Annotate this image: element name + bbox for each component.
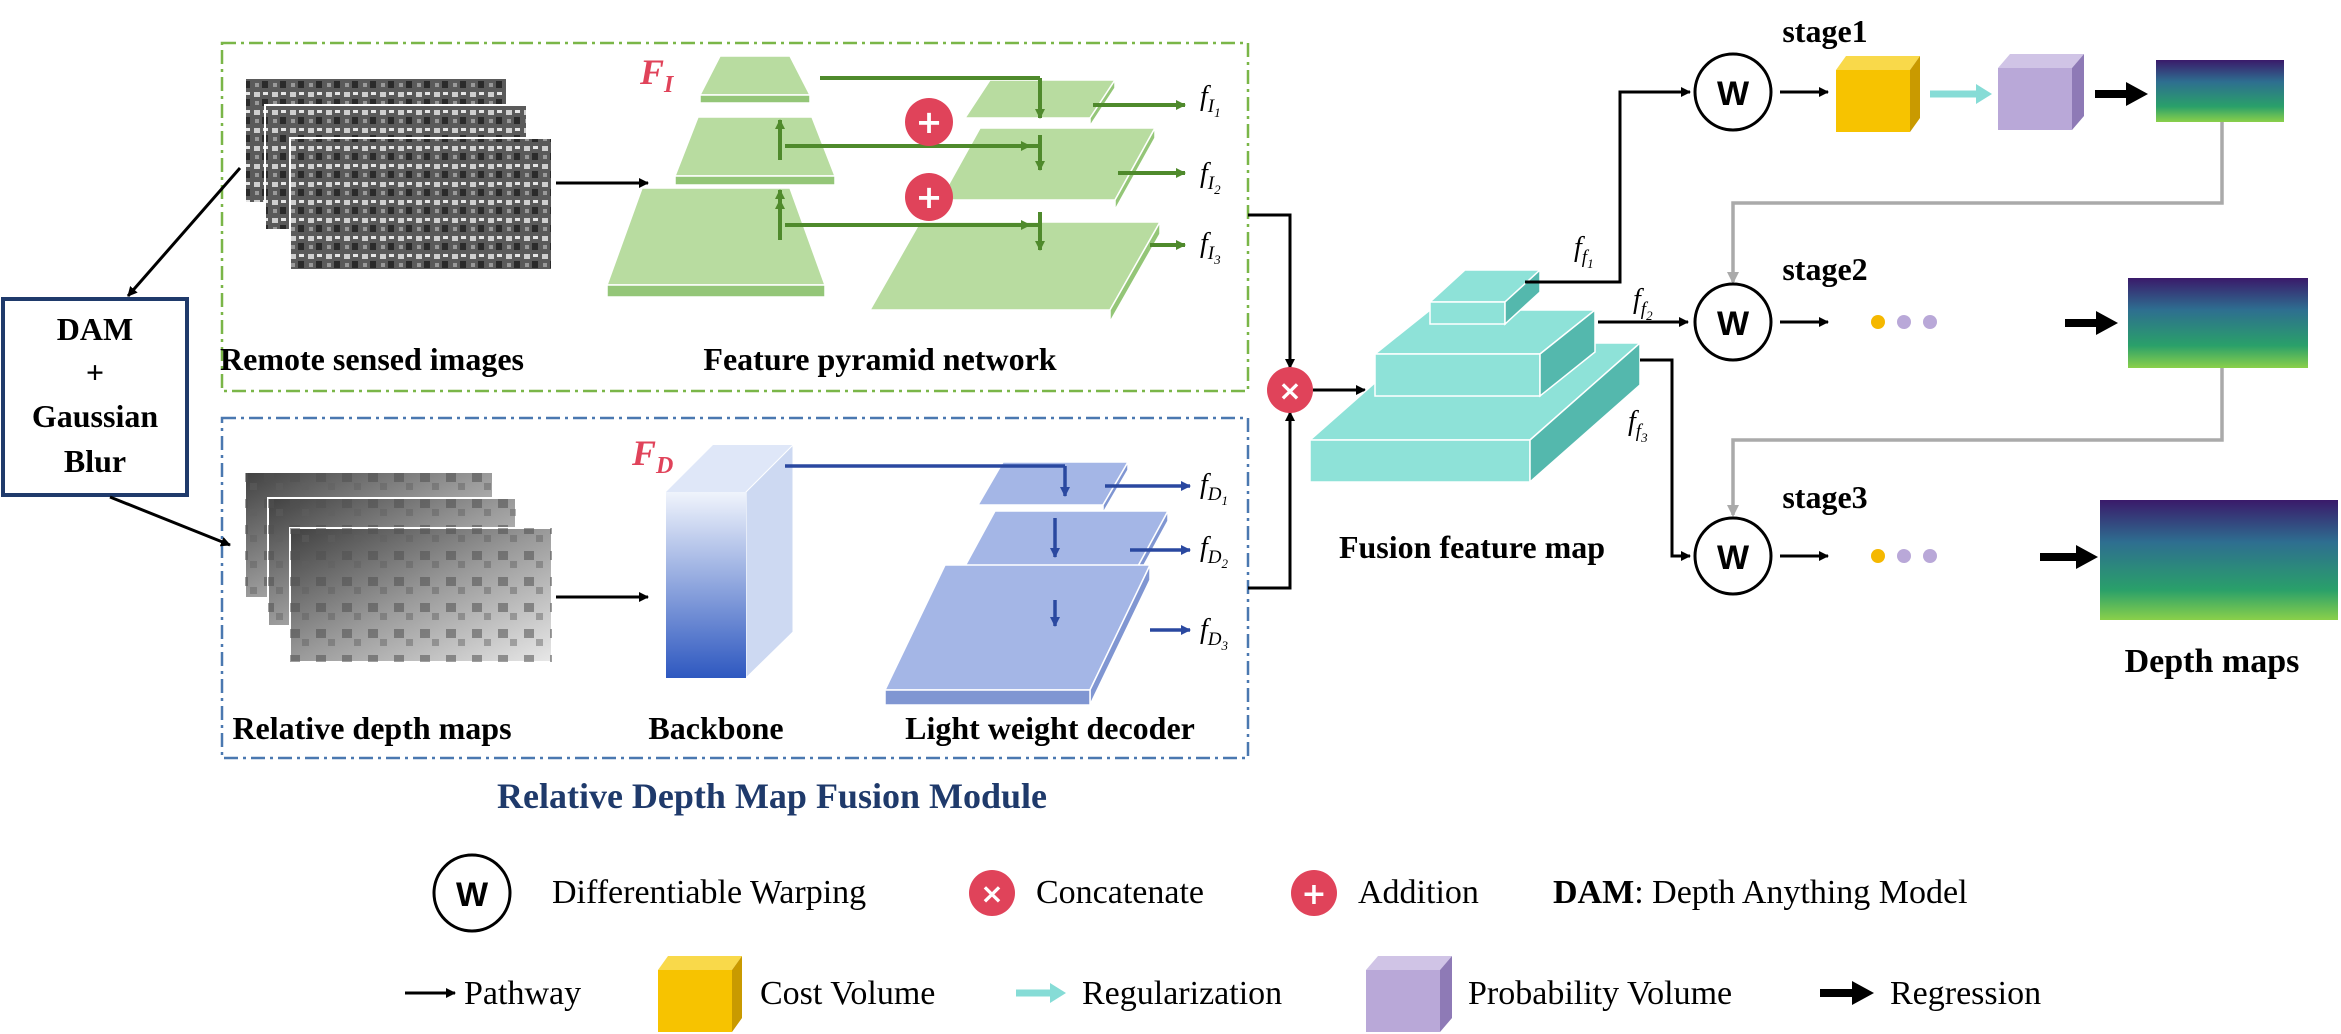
relative-depth-maps-stack <box>244 471 553 663</box>
addition-circle-1: + <box>905 98 953 146</box>
fusion-feature-map <box>1308 268 1642 484</box>
concatenate-circle: × <box>1267 367 1313 413</box>
backbone-label: Backbone <box>648 710 783 746</box>
legend-probability-volume-label: Probability Volume <box>1468 975 1732 1012</box>
arrow-images-to-dam <box>126 167 242 297</box>
dam-box-line2: + <box>86 354 104 390</box>
stage3-ellipsis <box>1871 549 1937 563</box>
relative-depth-maps-label: Relative depth maps <box>232 710 511 746</box>
stage1-cost-volume <box>1836 56 1920 132</box>
fi-symbol: FI <box>639 52 675 98</box>
stage1-regularization-arrow <box>1930 84 1992 104</box>
legend-dam-label: DAM: Depth Anything Model <box>1553 874 1968 911</box>
stage1-warp: W <box>1693 52 1773 132</box>
dam-box: DAM + Gaussian Blur <box>1 297 189 497</box>
legend-concat-icon: × <box>969 870 1015 916</box>
fpn-arrows <box>775 76 1186 251</box>
remote-sensed-images-stack <box>244 77 553 271</box>
svg-text:+: + <box>916 178 943 216</box>
backbone-block <box>666 443 794 680</box>
svg-text:×: × <box>1278 374 1301 407</box>
decoder-label: Light weight decoder <box>905 710 1195 746</box>
legend-addition-icon: + <box>1291 870 1337 916</box>
f-f2-label: ff2 <box>1633 284 1653 323</box>
legend-probability-volume-icon <box>1366 956 1452 1032</box>
module-title: Relative Depth Map Fusion Module <box>497 776 1047 816</box>
f-d3-label: fD3 <box>1200 614 1229 653</box>
stage2-regression-arrow <box>2065 311 2118 335</box>
stage3-warp: W <box>1693 516 1773 596</box>
svg-text:W: W <box>1717 305 1750 343</box>
depth-maps-label: Depth maps <box>2125 643 2300 680</box>
fd-symbol: FD <box>631 433 673 479</box>
f-d1-label: fD1 <box>1200 469 1228 508</box>
decoder-arrows <box>785 464 1191 635</box>
fusion-feature-map-label: Fusion feature map <box>1339 529 1605 565</box>
legend-cost-volume-icon <box>658 956 742 1032</box>
top-dashed-frame <box>220 41 1250 393</box>
stage1-regression-arrow <box>2095 82 2148 106</box>
fpn-label: Feature pyramid network <box>703 341 1056 377</box>
stage1-probability-volume <box>1998 54 2084 130</box>
svg-text:+: + <box>916 103 943 141</box>
f-d2-label: fD2 <box>1200 532 1229 571</box>
stage3-regression-arrow <box>2040 545 2098 569</box>
addition-circle-2: + <box>905 173 953 221</box>
svg-text:W: W <box>1717 539 1750 577</box>
feedback-stage1-to-stage2 <box>1727 122 2224 284</box>
arrow-dam-to-depth <box>109 495 231 547</box>
stage3-label: stage3 <box>1782 479 1867 515</box>
stage2-warp: W <box>1693 282 1773 362</box>
stage2-depth-map <box>2128 278 2308 368</box>
stage3-depth-map <box>2100 500 2338 620</box>
svg-text:×: × <box>980 877 1003 910</box>
fpn-left-plates <box>605 55 837 298</box>
dam-box-line4: Blur <box>64 443 126 479</box>
svg-text:+: + <box>1301 877 1326 912</box>
legend-concat-label: Concatenate <box>1036 874 1204 911</box>
feature-pyramid-network <box>605 55 1162 325</box>
legend-warp-icon: W <box>432 853 512 933</box>
stage2-ellipsis <box>1871 315 1937 329</box>
svg-text:W: W <box>456 876 489 914</box>
f-i3-label: fI3 <box>1200 228 1221 267</box>
stage1-depth-map <box>2156 60 2284 122</box>
legend-pathway-label: Pathway <box>464 975 581 1012</box>
legend-warp-label: Differentiable Warping <box>552 874 866 911</box>
remote-sensed-images-label: Remote sensed images <box>220 341 524 377</box>
f-f3-label: ff3 <box>1628 406 1648 445</box>
legend-cost-volume-label: Cost Volume <box>760 975 935 1012</box>
legend-regression-label: Regression <box>1890 975 2041 1012</box>
dam-box-line3: Gaussian <box>32 398 158 434</box>
f-f1-label: ff1 <box>1574 232 1594 271</box>
fusion-output-lines <box>1525 87 1691 561</box>
feedback-stage2-to-stage3 <box>1727 368 2224 517</box>
light-weight-decoder <box>883 459 1170 706</box>
legend-regularization-icon <box>1016 983 1066 1003</box>
stage2-label: stage2 <box>1782 251 1867 287</box>
legend-addition-label: Addition <box>1358 874 1479 911</box>
merge-lines <box>1248 213 1295 590</box>
legend-regression-icon <box>1820 981 1874 1005</box>
legend-regularization-label: Regularization <box>1082 975 1282 1012</box>
stage1-label: stage1 <box>1782 13 1867 49</box>
dam-box-line1: DAM <box>57 311 133 347</box>
f-i1-label: fI1 <box>1200 81 1221 120</box>
svg-text:W: W <box>1717 75 1750 113</box>
f-i2-label: fI2 <box>1200 158 1221 197</box>
